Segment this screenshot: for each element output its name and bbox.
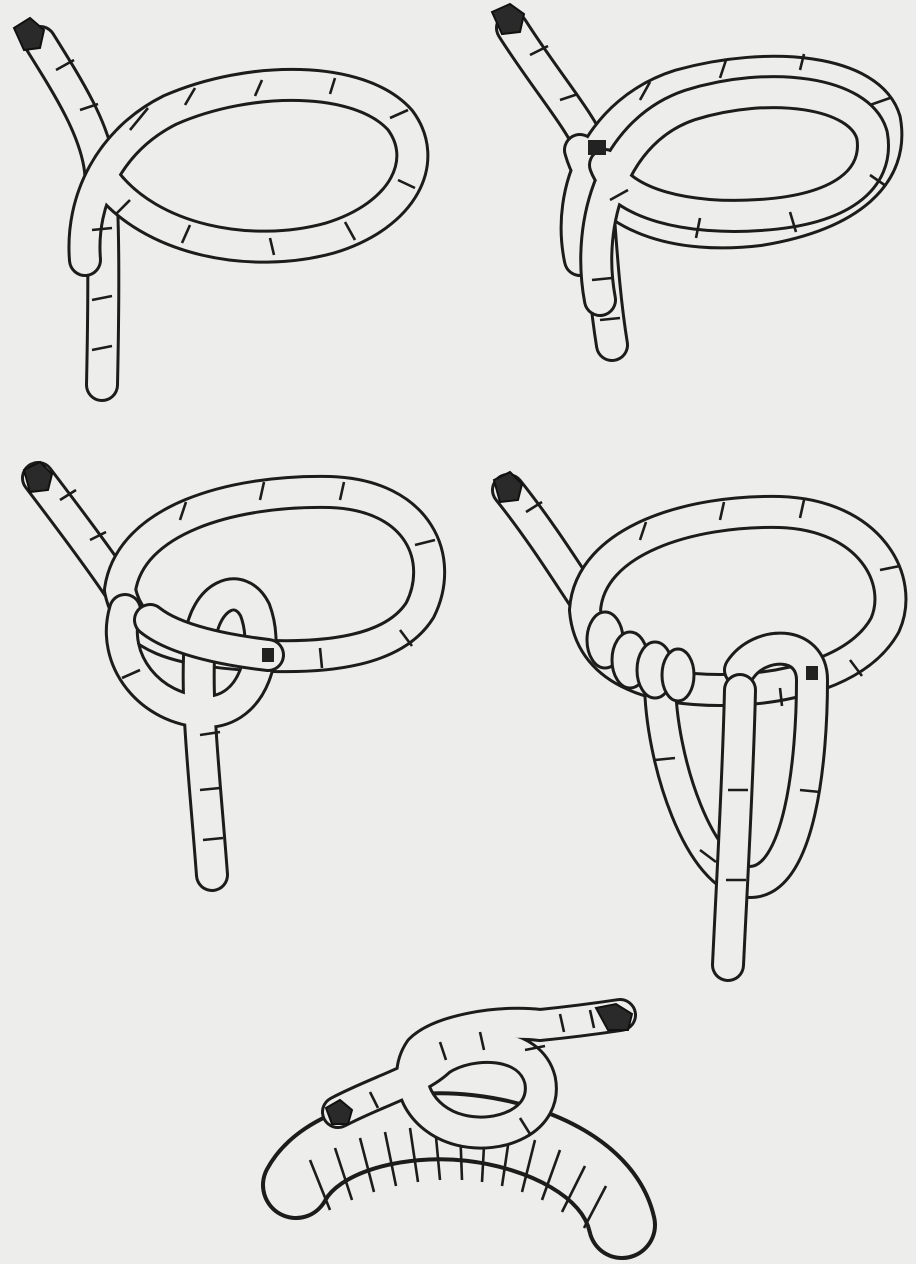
figure-2-double-loop: [492, 4, 890, 345]
wrap-turns: [587, 612, 694, 701]
figure-5-finished-knot: [296, 1004, 632, 1228]
figure-3-half-hitch: [24, 462, 435, 875]
figure-1-single-loop: [14, 18, 415, 385]
figure-4-multiple-turns: [494, 472, 900, 965]
